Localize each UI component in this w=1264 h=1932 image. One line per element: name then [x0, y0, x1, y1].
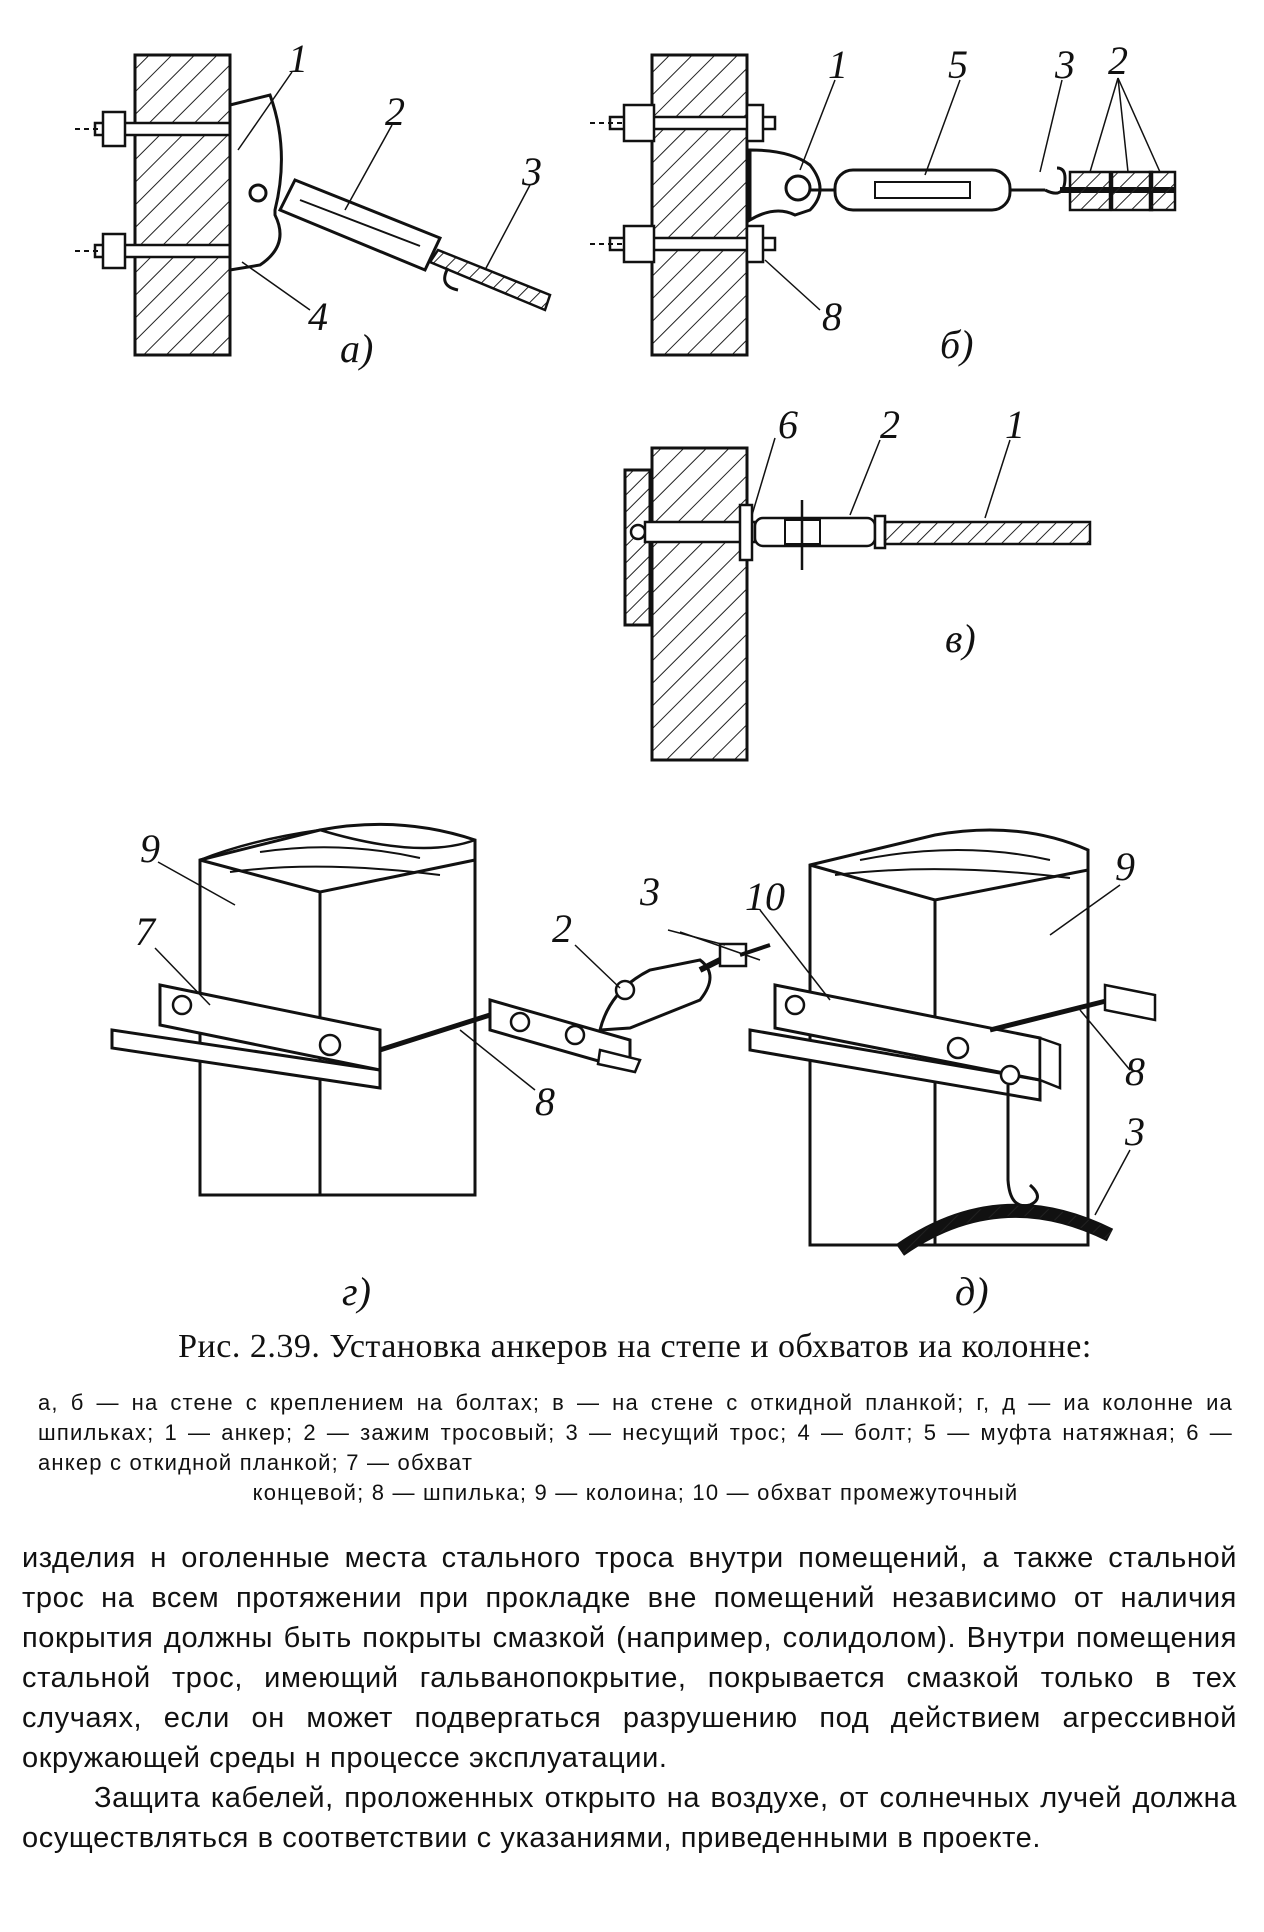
panel-v-callout-2: 2: [880, 402, 900, 447]
anchor-rod-v: [643, 520, 757, 544]
panel-g-drawing: [110, 822, 771, 1197]
folding-plate-v: [623, 468, 652, 627]
figure-caption-title: Рис. 2.39. Установка анкеров на степе и …: [178, 1328, 1092, 1365]
panel-b-callout-8: 8: [822, 294, 842, 339]
wall-section-a: [133, 53, 232, 357]
panel-a-callout-2: 2: [385, 89, 405, 134]
panel-v-callout-1: 1: [1005, 402, 1025, 447]
stud-g: [379, 1012, 491, 1053]
panel-d-callout-8: 8: [1125, 1049, 1145, 1094]
figure-caption-legend: а, б — на стене с креплением на болтах; …: [38, 1388, 1233, 1508]
turnbuckle-b: [833, 168, 1012, 212]
cable-v: [883, 520, 1092, 546]
cable-clamp-v: [753, 516, 877, 548]
panel-b-callout-5: 5: [948, 42, 968, 87]
panel-b-drawing: [590, 53, 1177, 357]
panel-a-callout-3: 3: [521, 149, 542, 194]
panel-d-callout-10: 10: [745, 874, 785, 919]
panel-g-callout-7: 7: [135, 909, 157, 954]
panel-b-callout-1: 1: [828, 42, 848, 87]
cable-g: [739, 943, 771, 957]
panel-g-callout-9: 9: [140, 826, 160, 871]
panel-v-label: в): [945, 616, 976, 661]
panel-a-label: а): [340, 326, 373, 371]
panel-g-callout-8: 8: [535, 1079, 555, 1124]
panel-b-callout-3: 3: [1054, 42, 1075, 87]
panel-a-drawing: [75, 53, 552, 357]
panel-d-label: д): [955, 1269, 989, 1314]
intermediate-clamp-angle-d: [748, 1028, 1042, 1102]
wall-section-v: [650, 446, 749, 762]
stud-d: [989, 997, 1111, 1033]
technical-figure: 1 2 3 4 а) 1 5 3 2: [75, 36, 1177, 1314]
panel-v-callout-6: 6: [778, 402, 798, 447]
figure-legend-text: а, б — на стене с креплением на болтах; …: [38, 1390, 1233, 1475]
cable-clamp-b-1: [1068, 170, 1112, 212]
cable-clamp-g: [598, 958, 712, 1032]
panel-b-label: б): [940, 322, 973, 367]
paragraph-2: Защита кабелей, проложенных открыто на в…: [22, 1782, 1237, 1854]
panel-d-drawing: [748, 828, 1157, 1256]
figure-legend-last-line: концевой; 8 — шпилька; 9 — колоина; 10 —…: [252, 1480, 1019, 1505]
panel-a-callout-1: 1: [288, 36, 308, 81]
anchor-plate-a: [228, 93, 283, 272]
panel-g-callout-3: 3: [639, 869, 660, 914]
end-clamp-angle-g: [110, 1028, 382, 1090]
panel-g-label: г): [342, 1269, 371, 1314]
panel-g-callout-2: 2: [552, 906, 572, 951]
panel-d-callout-3: 3: [1124, 1109, 1145, 1154]
panel-a-callout-4: 4: [308, 294, 328, 339]
wall-section-b: [650, 53, 749, 357]
cable-clamp-a: [277, 178, 443, 272]
panel-d-callout-9: 9: [1115, 844, 1135, 889]
cable-clamp-b-2: [1110, 170, 1154, 212]
panel-b-callout-2: 2: [1108, 38, 1128, 83]
panel-v-drawing: [623, 437, 1092, 762]
body-text: изделия н оголенные места стального трос…: [22, 1538, 1237, 1858]
paragraph-1: изделия н оголенные места стального трос…: [22, 1542, 1237, 1774]
cable-a: [428, 248, 552, 312]
